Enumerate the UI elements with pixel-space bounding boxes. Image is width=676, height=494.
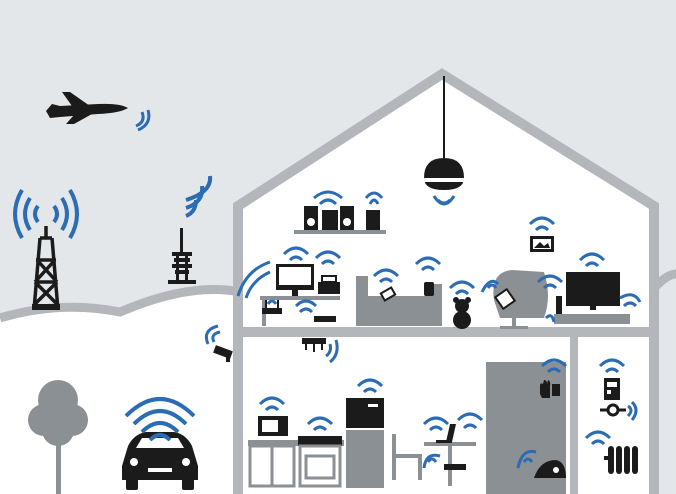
air-conditioner-icon (302, 338, 326, 352)
cell-tower-icon (168, 228, 196, 284)
airplane-icon (46, 92, 128, 124)
wifi-signal-icon (186, 176, 210, 216)
baby-monitor-icon (424, 282, 434, 296)
microwave-icon (258, 416, 288, 436)
hifi-speakers-icon (294, 206, 386, 234)
wifi-signal-icon (136, 110, 149, 130)
hills-background (0, 290, 240, 494)
power-strip-icon (314, 316, 336, 322)
power-strip-icon (444, 464, 466, 470)
radio-tower-icon (32, 226, 60, 310)
smart-meter-icon (604, 378, 620, 400)
refrigerator-icon (346, 398, 384, 488)
picture-frame-icon (530, 236, 554, 252)
printer-icon (318, 276, 340, 294)
radiator-icon (604, 446, 638, 474)
